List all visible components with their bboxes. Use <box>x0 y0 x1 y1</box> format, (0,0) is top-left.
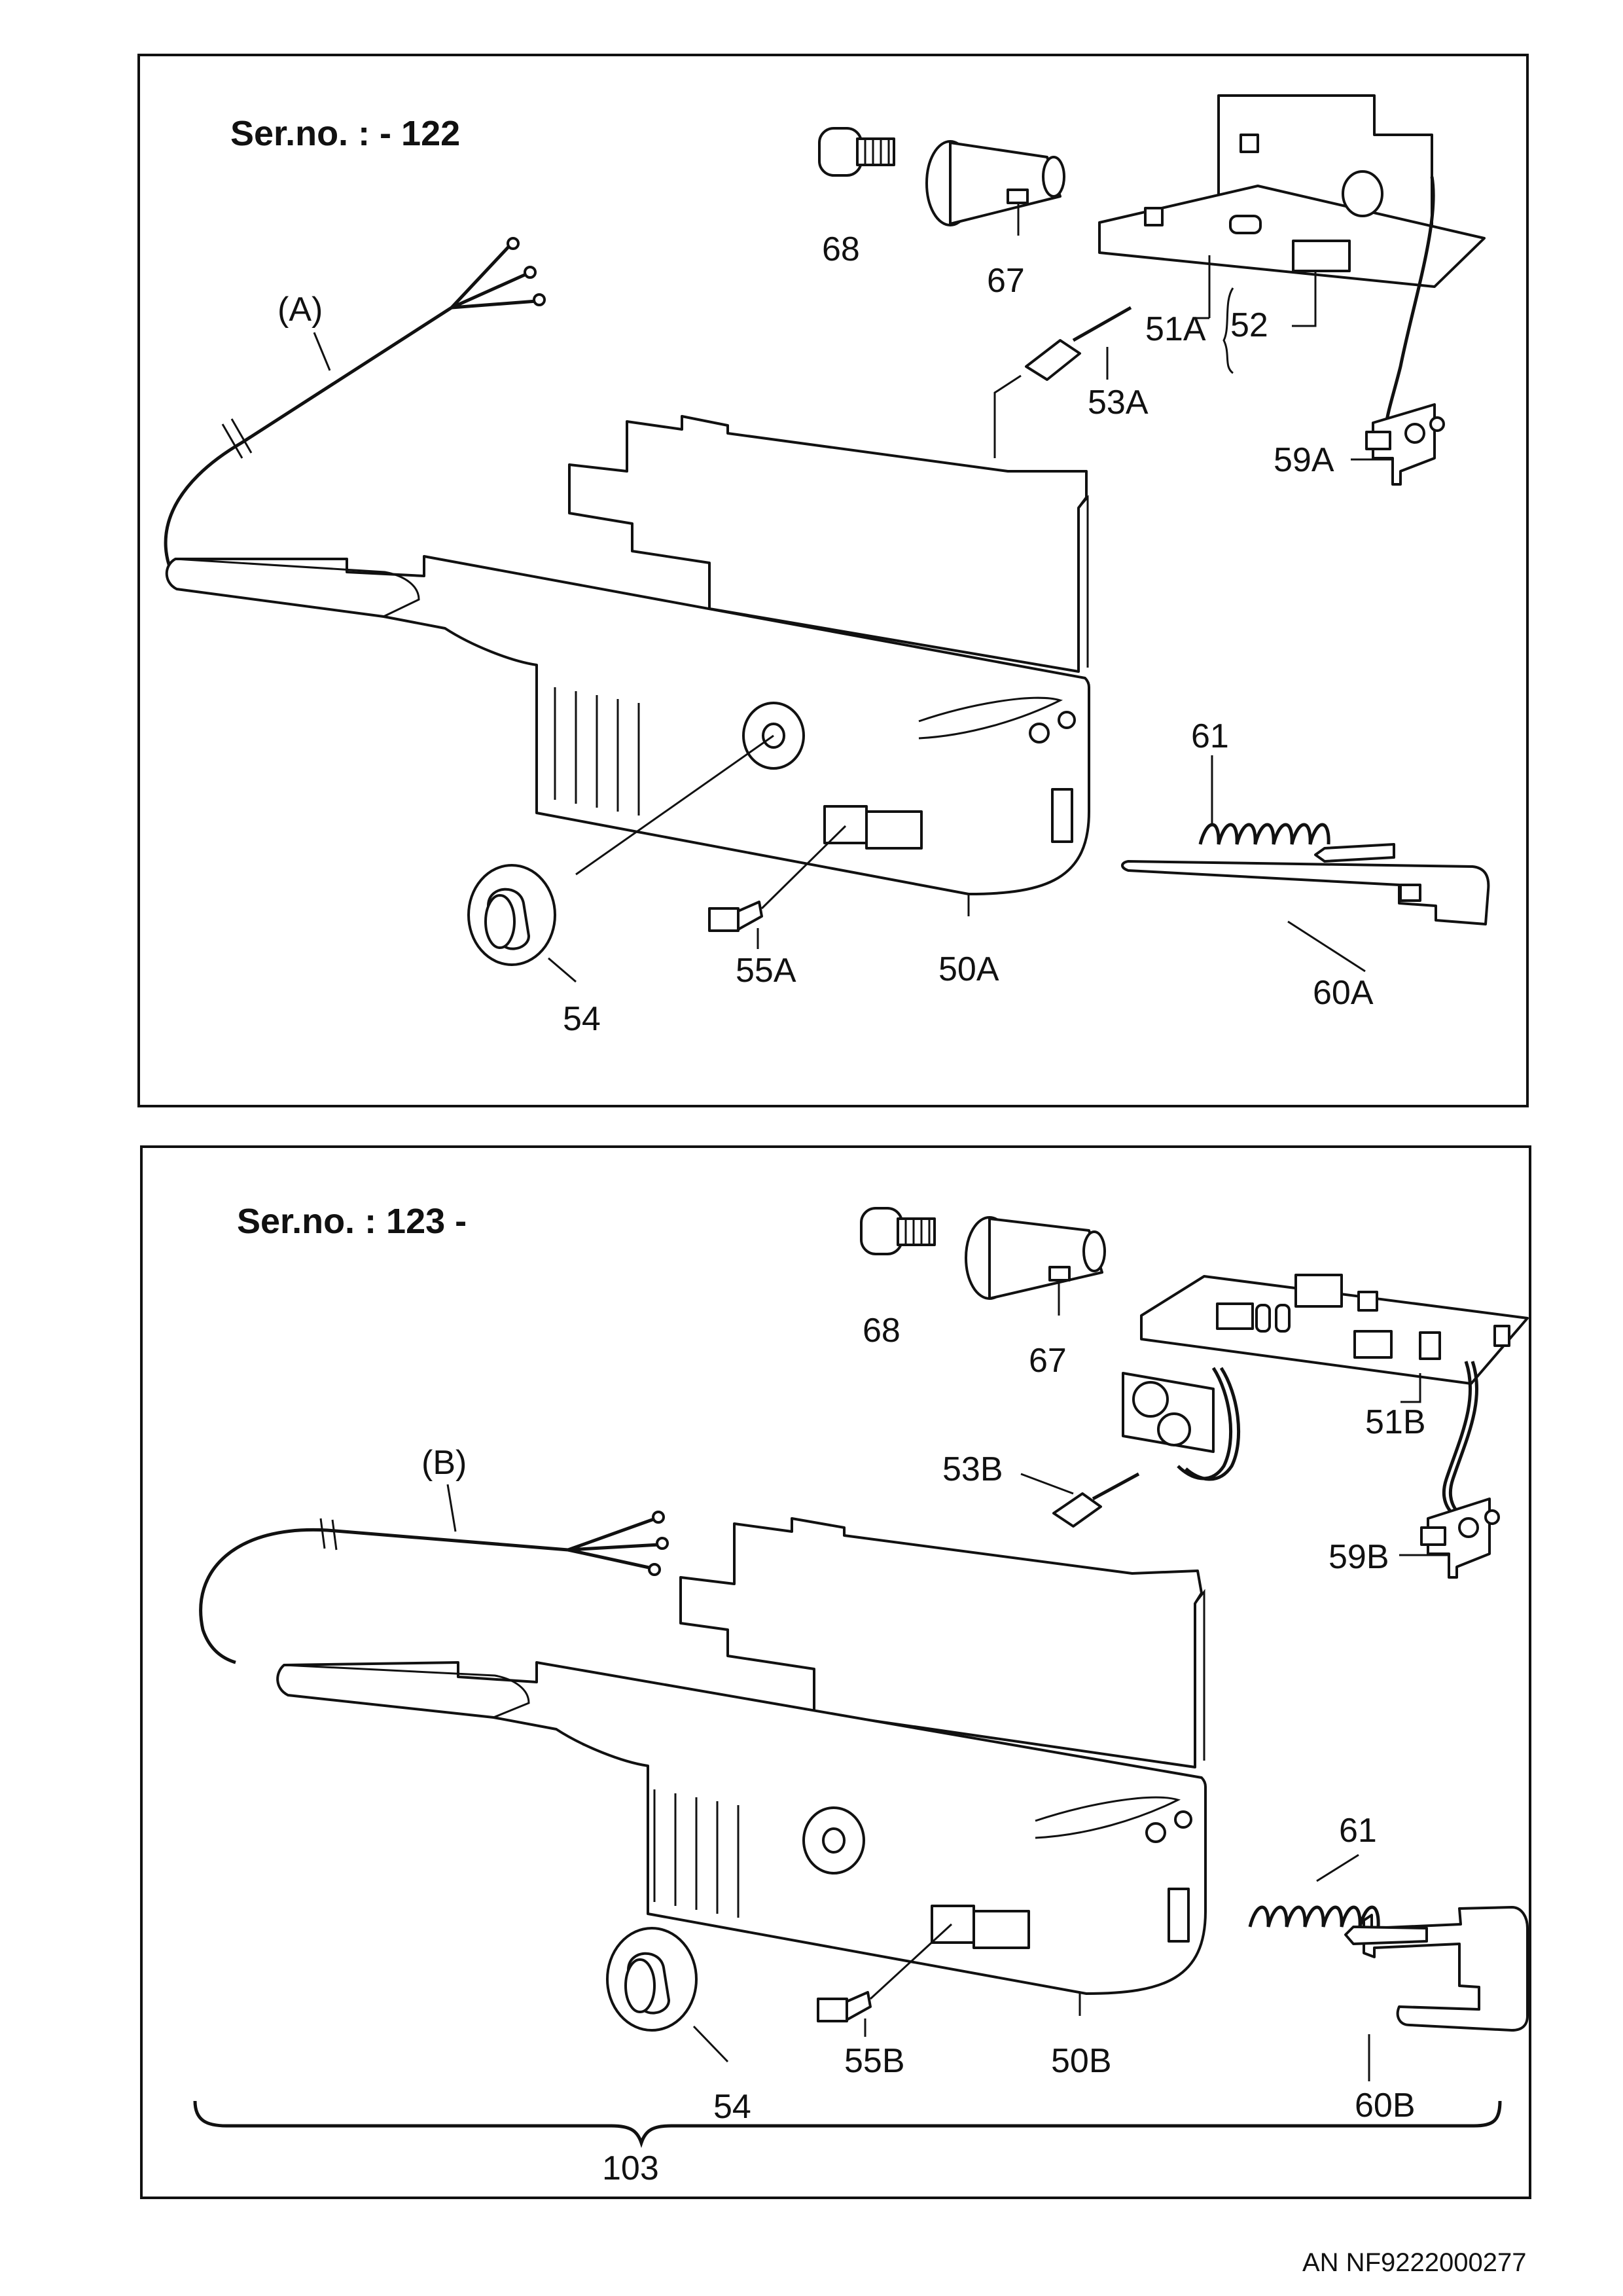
label-51b: 51B <box>1365 1403 1426 1441</box>
label-67b: 67 <box>1029 1342 1067 1380</box>
part-54-button-b <box>606 1927 698 2032</box>
label-51a: 51A <box>1145 310 1206 348</box>
part-53a-sensor <box>993 306 1132 458</box>
label-55b: 55B <box>844 2042 905 2080</box>
part-54-button <box>467 864 556 966</box>
label-61b: 61 <box>1339 1812 1377 1850</box>
part-61-spring <box>1198 823 1330 845</box>
panel-a-serial: Ser.no. : - 122 <box>230 114 460 153</box>
label-54b: 54 <box>713 2088 751 2126</box>
part-51b-circuit-board <box>1140 1274 1529 1520</box>
panel-a-frame <box>137 54 1529 1107</box>
label-50a: 50A <box>938 950 999 988</box>
panel-a: Ser.no. : - 122 68 67 51A <box>137 54 1529 1107</box>
part-59b-switch <box>1420 1498 1500 1579</box>
part-cable-a <box>164 237 546 584</box>
label-54a: 54 <box>563 1000 601 1038</box>
housing-cover-a <box>568 415 1088 673</box>
part-55a-light <box>708 901 763 932</box>
label-68b: 68 <box>863 1312 901 1350</box>
part-60b-slide <box>1344 1906 1529 2032</box>
brace-103 <box>193 2100 1502 2148</box>
label-61a: 61 <box>1191 717 1229 755</box>
label-67: 67 <box>987 262 1025 300</box>
part-50a-housing <box>165 555 1090 895</box>
label-68: 68 <box>822 230 860 268</box>
panel-b: Ser.no. : 123 - 68 67 <box>140 1145 1531 2199</box>
label-59a: 59A <box>1274 441 1334 479</box>
label-59b: 59B <box>1329 1538 1389 1576</box>
label-50b: 50B <box>1051 2042 1112 2080</box>
part-67-socket <box>925 140 1065 226</box>
part-cable-b <box>199 1511 669 1664</box>
part-67-socket-b <box>965 1216 1106 1300</box>
panel-b-serial: Ser.no. : 123 - <box>237 1202 467 1241</box>
part-68-plug <box>818 127 895 177</box>
part-60a-slide <box>1121 843 1490 925</box>
footer-code: AN NF9222000277 <box>1302 2248 1526 2277</box>
part-59a-switch <box>1365 403 1445 486</box>
label-52: 52 <box>1230 306 1268 344</box>
label-b: (B) <box>421 1444 467 1482</box>
label-53b: 53B <box>942 1450 1003 1488</box>
label-53a: 53A <box>1088 384 1149 422</box>
part-51a-circuit-board <box>1098 94 1486 426</box>
label-a: (A) <box>277 291 323 329</box>
part-61-spring-b <box>1248 1905 1380 1928</box>
label-60b: 60B <box>1355 2087 1416 2125</box>
label-103: 103 <box>602 2149 659 2187</box>
part-55b-light <box>817 1991 872 2022</box>
part-50b-housing <box>276 1661 1207 1995</box>
part-68-plug-b <box>860 1207 936 1255</box>
panel-b-frame <box>140 1145 1531 2199</box>
label-55a: 55A <box>736 952 796 990</box>
label-60a: 60A <box>1313 974 1374 1012</box>
part-53b-sensor <box>1052 1367 1241 1528</box>
housing-cover-b <box>679 1517 1203 1768</box>
